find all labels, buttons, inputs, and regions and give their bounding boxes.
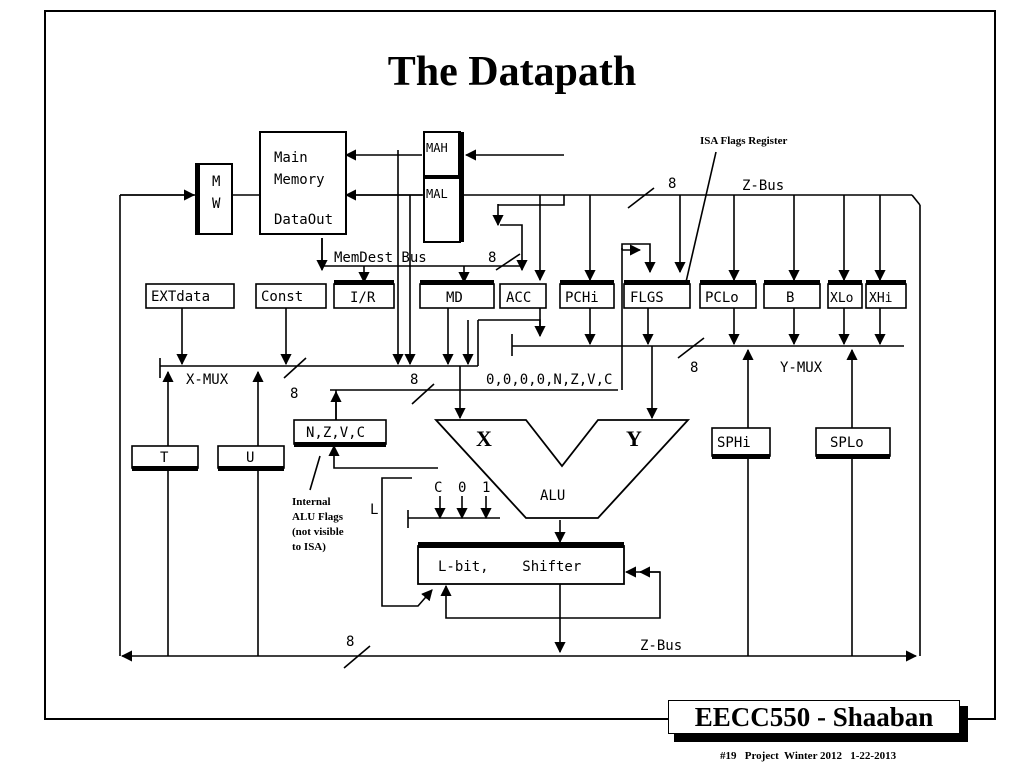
register-flgs: FLGS (623, 280, 691, 309)
main-memory-label-1: Main (274, 150, 308, 166)
width-z-bottom: 8 (346, 634, 354, 650)
register-pclo: PCLo (699, 280, 757, 309)
mal-label: MAL (426, 187, 448, 201)
alu-y-label: Y (626, 426, 642, 451)
flags-const-label: 0,0,0,0,N,Z,V,C (486, 372, 612, 388)
flgs-label: FLGS (630, 290, 664, 306)
register-const: Const (255, 283, 327, 309)
acc-label: ACC (506, 290, 531, 306)
register-t: T (131, 445, 199, 471)
datapath-diagram: M W Main Memory DataOut MAH MAL EXTdata … (119, 131, 921, 669)
xhi-label: XHi (869, 291, 892, 306)
z-bus-top-label: Z-Bus (742, 178, 784, 194)
nzvc-label: N,Z,V,C (306, 425, 365, 441)
z-bus-bottom-label: Z-Bus (640, 638, 682, 654)
register-nzvc: N,Z,V,C (293, 419, 387, 447)
register-pchi: PCHi (559, 280, 615, 309)
register-mw: M W (195, 163, 233, 235)
footer-badge-label: EECC550 - Shaaban (694, 702, 934, 732)
register-xlo: XLo (827, 280, 863, 309)
pclo-label: PCLo (705, 290, 739, 306)
main-memory: Main Memory DataOut (259, 131, 347, 235)
width-x-left: 8 (290, 386, 298, 402)
t-label: T (160, 450, 169, 466)
sphi-label: SPHi (717, 435, 751, 451)
width-memdest: 8 (488, 250, 496, 266)
splo-label: SPLo (830, 435, 864, 451)
footer-meta: #19 Project Winter 2012 1-22-2013 (720, 750, 897, 762)
register-splo: SPLo (815, 427, 891, 459)
main-memory-label-2: Memory (274, 172, 325, 188)
register-extdata: EXTdata (145, 283, 235, 309)
shifter-input-c: C (434, 480, 442, 496)
register-ir: I/R (333, 280, 395, 309)
xlo-label: XLo (830, 291, 853, 306)
extdata-label: EXTdata (151, 289, 210, 305)
width-y: 8 (690, 360, 698, 376)
internal-flags-line-2: ALU Flags (292, 511, 344, 523)
u-label: U (246, 450, 254, 466)
register-u: U (217, 445, 285, 471)
register-sphi: SPHi (711, 427, 771, 459)
shifter-l-label: L (370, 502, 378, 518)
mw-label-m: M (212, 174, 220, 190)
pchi-label: PCHi (565, 290, 599, 306)
mw-label-w: W (212, 196, 221, 212)
register-md: MD (419, 280, 495, 309)
register-acc: ACC (499, 283, 547, 309)
shifter-input-0: 0 (458, 480, 466, 496)
internal-flags-line-3: (not visible (292, 526, 344, 538)
mah-label: MAH (426, 141, 448, 155)
main-memory-label-3: DataOut (274, 212, 333, 228)
slide-title: The Datapath (387, 49, 637, 95)
y-mux-label: Y-MUX (780, 360, 823, 376)
x-mux-label: X-MUX (186, 372, 229, 388)
internal-flags-line-4: to ISA) (292, 541, 326, 553)
internal-flags-line-1: Internal (292, 496, 331, 508)
register-xhi: XHi (865, 280, 907, 309)
footer-badge: EECC550 - Shaaban (668, 700, 968, 742)
width-z-top: 8 (668, 176, 676, 192)
register-b: B (763, 280, 821, 309)
shifter: L-bit, Shifter (417, 542, 625, 585)
isa-flags-annotation: ISA Flags Register (700, 135, 788, 147)
ir-label: I/R (350, 290, 376, 306)
md-label: MD (446, 290, 463, 306)
b-label: B (786, 290, 794, 306)
register-mal: MAL (423, 177, 461, 243)
alu-x-label: X (476, 426, 492, 451)
footer-badge-plate (668, 700, 960, 734)
slide-frame (44, 10, 996, 720)
memdest-bus-label: MemDest Bus (334, 250, 427, 266)
shifter-input-1: 1 (482, 480, 490, 496)
alu-label: ALU (540, 488, 565, 504)
shifter-label: L-bit, Shifter (438, 559, 581, 575)
alu: X Y ALU (433, 419, 691, 519)
const-label: Const (261, 289, 303, 305)
width-x: 8 (410, 372, 418, 388)
